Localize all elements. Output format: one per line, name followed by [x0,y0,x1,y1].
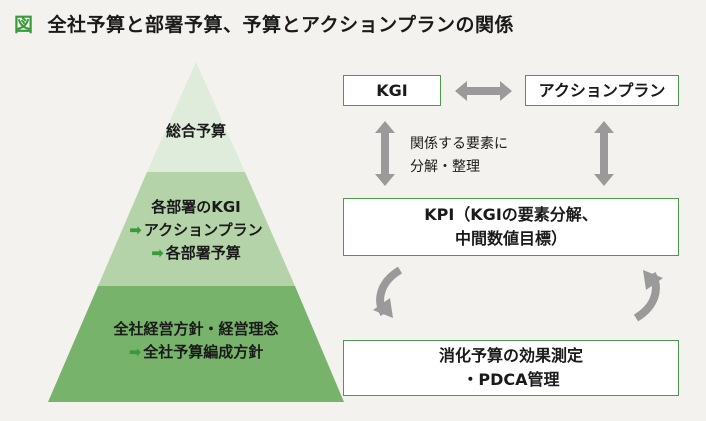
tier-middle-line-1: 各部署のKGI [151,198,241,216]
tier-middle-line-2: ➡アクションプラン [129,219,262,242]
double-vertical-arrow-icon-right [594,121,614,186]
double-vertical-arrow-icon-left [375,121,395,186]
effect-line-1: 消化予算の効果測定 [438,346,583,365]
pyramid-tier-top [147,62,245,172]
kgi-box: KGI [343,75,441,106]
effect-line-2: ・PDCA管理 [462,370,560,389]
relation-note: 関係する要素に 分解・整理 [410,133,508,179]
kpi-box: KPI（KGIの要素分解、 中間数値目標） [343,198,679,256]
curved-down-arrow-icon [373,266,403,318]
figure-tag: 図 [14,14,34,36]
curved-up-arrow-icon [633,270,663,322]
figure-title: 全社予算と部署予算、予算とアクションプランの関係 [47,14,514,36]
kgi-label: KGI [376,80,408,100]
tier-top-line: 総合予算 [165,122,227,140]
tier-middle-line-3-text: 各部署予算 [165,244,241,262]
figure-header: 図全社予算と部署予算、予算とアクションプランの関係 [14,10,514,37]
double-horizontal-arrow-icon [455,81,512,101]
action-plan-label: アクションプラン [538,80,666,100]
relation-note-line-2: 分解・整理 [410,159,480,175]
tier-middle-line-3: ➡各部署予算 [129,242,262,265]
kpi-line-2: 中間数値目標） [454,229,567,248]
effect-box: 消化予算の効果測定 ・PDCA管理 [343,340,679,396]
tier-bottom-line-2: ➡全社予算編成方針 [113,341,278,364]
pyramid-tier-middle [98,172,295,286]
pyramid-middle-label: 各部署のKGI ➡アクションプラン ➡各部署予算 [129,196,262,265]
relation-note-line-1: 関係する要素に [410,136,508,152]
right-arrow-icon: ➡ [129,221,142,239]
right-arrow-icon: ➡ [151,244,164,262]
tier-bottom-line-1: 全社経営方針・経営理念 [113,320,279,338]
tier-bottom-line-2-text: 全社予算編成方針 [143,343,264,361]
kpi-line-1: KPI（KGIの要素分解、 [424,205,598,224]
action-plan-box: アクションプラン [525,75,679,106]
right-arrow-icon: ➡ [128,343,142,361]
pyramid-bottom-label: 全社経営方針・経営理念 ➡全社予算編成方針 [113,318,278,364]
pyramid-tier-bottom [48,286,344,402]
tier-middle-line-2-text: アクションプラン [143,221,263,239]
pyramid-top-label: 総合予算 [166,120,226,143]
